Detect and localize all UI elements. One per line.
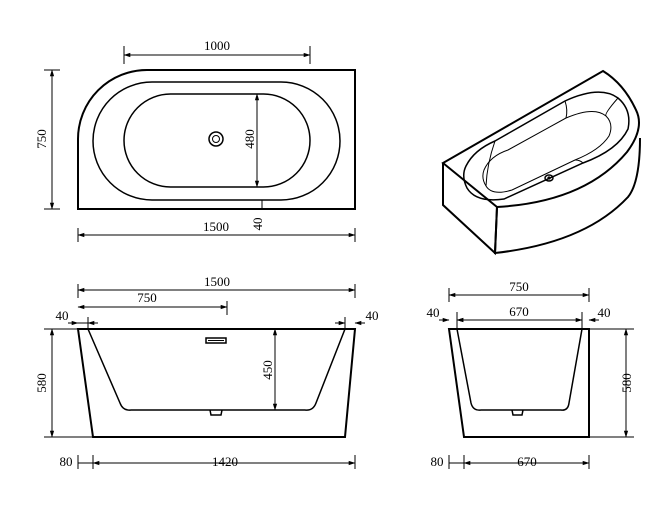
dim-label: 480 [242,129,257,149]
dim-side-base-offset: 80 [431,454,465,469]
dim-side-base-width: 670 [463,454,590,469]
drain-icon [511,409,524,416]
dim-label: 1000 [204,38,230,53]
dim-label: 40 [598,305,611,320]
dim-top-inner-width: 480 [242,93,260,188]
dim-side-width: 750 [448,279,590,302]
dim-side-left-rim: 40 [427,305,467,329]
dim-top-length: 1500 [77,219,356,242]
side-view: 750 40 670 40 580 [427,279,634,469]
dim-label: 580 [34,373,49,393]
dim-label: 670 [517,454,537,469]
dim-side-inner-width: 670 [456,304,583,329]
dim-front-right-rim: 40 [335,308,379,329]
iso-right-face [493,137,641,255]
drain-icon [209,409,223,416]
dim-label: 80 [60,454,73,469]
dim-label: 1420 [212,454,238,469]
dim-label: 40 [366,308,379,323]
dim-side-height: 580 [589,328,634,438]
drain-icon [208,131,224,147]
dim-label: 450 [260,360,275,380]
top-view-outline [77,69,356,210]
dim-top-depth: 750 [34,69,60,210]
iso-front-face [442,163,498,256]
dim-front-length: 1500 [77,274,356,298]
dim-front-left-rim: 40 [56,308,98,329]
iso-basin-rim [463,91,630,201]
dim-top-rim: 40 [250,200,265,231]
isometric-view [441,69,641,256]
dim-front-base-length: 1420 [92,454,356,469]
top-view-rim [92,81,341,201]
drain-icon [544,174,554,182]
iso-top-outline [441,69,640,209]
side-view-basin [456,328,583,411]
iso-basin-inner [482,111,612,193]
overflow-icon [205,337,227,344]
dim-front-inner-depth: 450 [260,328,278,411]
dim-label: 580 [619,373,634,393]
dim-label: 1500 [203,219,229,234]
front-view-basin [87,328,346,411]
dim-label: 750 [34,129,49,149]
front-view-outline [76,328,357,438]
top-view: 1000 750 480 40 1500 [34,38,356,242]
top-view-basin [123,93,311,188]
dim-label: 80 [431,454,444,469]
dim-front-height: 580 [34,328,93,438]
dim-label: 40 [427,305,440,320]
dim-label: 1500 [204,274,230,289]
dim-side-right-rim: 40 [588,305,611,323]
dim-label: 40 [56,308,69,323]
dim-label: 750 [137,290,157,305]
dim-label: 40 [250,218,265,231]
dim-front-half-length: 750 [77,290,228,315]
dim-label: 750 [509,279,529,294]
dim-front-base-offset: 80 [60,454,94,469]
dim-label: 670 [509,304,529,319]
side-view-outline [447,328,590,438]
dim-top-inner-length: 1000 [123,38,311,64]
front-view: 1500 750 40 40 580 [34,274,379,469]
